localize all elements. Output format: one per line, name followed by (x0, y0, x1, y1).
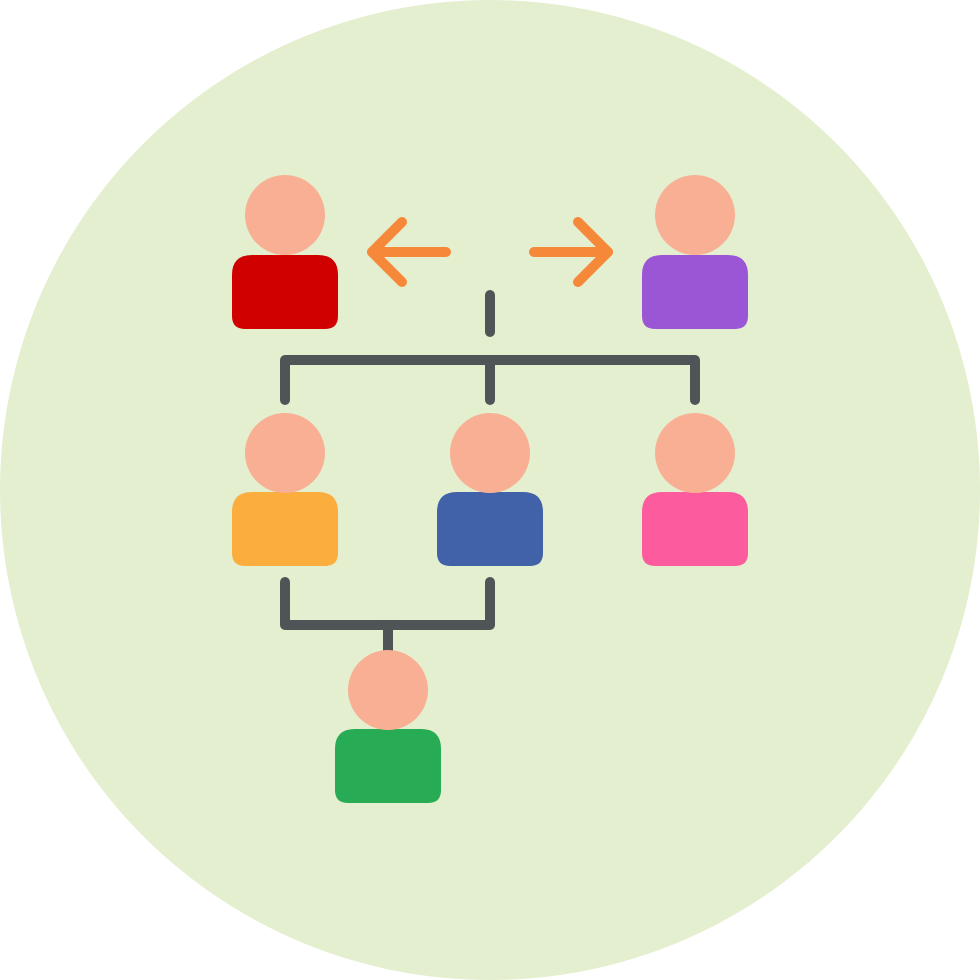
middle-right-person (642, 413, 748, 566)
middle-center-person-body (437, 492, 543, 566)
middle-left-person-body (232, 492, 338, 566)
bottom-person-head (348, 650, 428, 730)
top-right-person (642, 175, 748, 329)
connector-lines (280, 290, 700, 657)
top-right-person-head (655, 175, 735, 255)
people (232, 175, 748, 803)
top-left-person (232, 175, 338, 329)
middle-left-person (232, 413, 338, 566)
middle-right-person-body (642, 492, 748, 566)
top-left-person-head (245, 175, 325, 255)
left-arrow-icon (367, 217, 451, 287)
bottom-person-body (335, 729, 441, 803)
middle-center-person (437, 413, 543, 566)
middle-center-person-head (450, 413, 530, 493)
middle-left-person-head (245, 413, 325, 493)
top-right-person-body (642, 255, 748, 329)
top-left-person-body (232, 255, 338, 329)
arrows (367, 217, 613, 287)
bottom-person (335, 650, 441, 803)
middle-right-person-head (655, 413, 735, 493)
right-arrow-icon (529, 217, 613, 287)
